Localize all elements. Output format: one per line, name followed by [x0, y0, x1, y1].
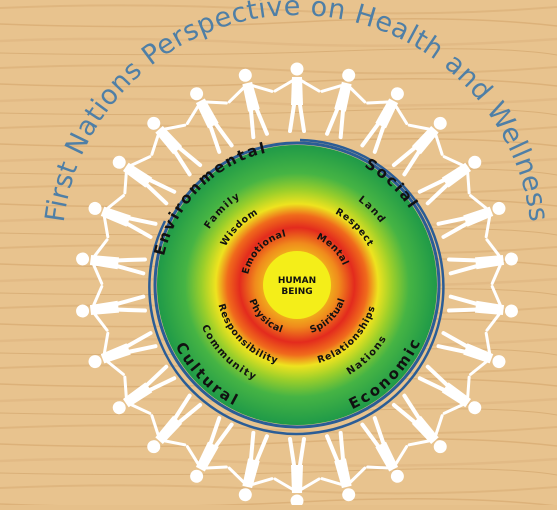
person-figure	[360, 416, 409, 483]
person-figure	[436, 194, 506, 239]
person-figure	[147, 393, 203, 454]
person-figure	[185, 87, 234, 154]
person-figure	[112, 364, 177, 415]
people-holding-hands-ring	[76, 62, 518, 508]
person-figure	[88, 331, 158, 376]
circle-border	[153, 141, 441, 429]
circle-border-swirl	[148, 138, 445, 436]
person-figure	[417, 155, 482, 206]
person-figure	[447, 285, 518, 332]
person-figure	[76, 238, 147, 285]
person-figure	[320, 430, 367, 502]
person-figure	[147, 116, 203, 177]
person-figure	[227, 68, 274, 140]
center-label-line2: BEING	[281, 287, 312, 297]
person-figure	[273, 62, 321, 133]
person-figure	[112, 155, 177, 206]
person-figure	[185, 416, 234, 483]
center-label-line1: HUMAN	[278, 276, 316, 286]
person-figure	[76, 285, 147, 332]
person-figure	[88, 194, 158, 239]
person-figure	[320, 68, 367, 140]
person-figure	[227, 430, 274, 502]
person-figure	[391, 116, 447, 177]
person-figure	[447, 238, 518, 285]
person-figure	[391, 393, 447, 454]
person-figure	[360, 87, 409, 154]
person-figure	[436, 331, 506, 376]
person-figure	[273, 437, 321, 508]
center-disc	[263, 251, 331, 319]
person-figure	[417, 364, 482, 415]
